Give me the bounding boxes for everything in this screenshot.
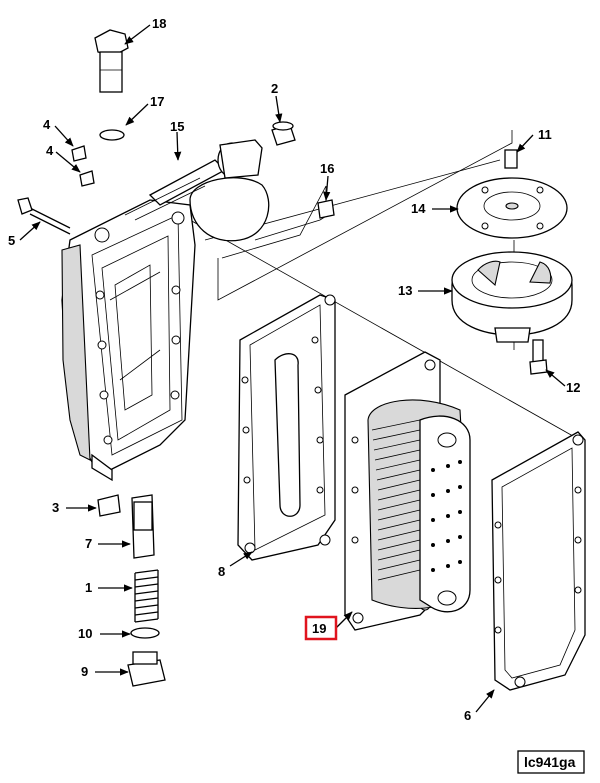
callout-1[interactable]: 1 [85, 580, 92, 595]
callout-3[interactable]: 3 [52, 500, 59, 515]
callout-8[interactable]: 8 [218, 564, 225, 579]
gasket-6 [491, 431, 586, 691]
gasket-8 [237, 294, 336, 561]
callout-18[interactable]: 18 [152, 16, 166, 31]
thermostat-housing [451, 251, 573, 343]
callout-14[interactable]: 14 [411, 201, 426, 216]
callout-19-highlight-box [304, 615, 338, 641]
thermostat-plate [456, 177, 568, 239]
callout-13[interactable]: 13 [398, 283, 412, 298]
drawing-code: lc941ga [524, 754, 576, 770]
callout-12[interactable]: 12 [566, 380, 580, 395]
callout-11[interactable]: 11 [538, 127, 552, 142]
adapter-housing [61, 139, 270, 482]
callout-7[interactable]: 7 [85, 536, 92, 551]
callout-6[interactable]: 6 [464, 708, 471, 723]
callout-5[interactable]: 5 [8, 233, 15, 248]
drawing-code-box: lc941ga [517, 750, 585, 774]
callout-19[interactable]: 19 [312, 621, 326, 636]
callout-10[interactable]: 10 [78, 626, 92, 641]
callout-2[interactable]: 2 [271, 81, 278, 96]
callout-16[interactable]: 16 [320, 161, 334, 176]
loose-parts [17, 29, 548, 687]
callout-labels: 18 17 2 15 4 4 5 16 11 14 13 12 3 7 1 10… [8, 16, 580, 723]
callout-17[interactable]: 17 [150, 94, 164, 109]
oil-cooler-core [344, 351, 471, 631]
callout-9[interactable]: 9 [81, 664, 88, 679]
callout-leaders [19, 24, 566, 713]
callout-15[interactable]: 15 [170, 119, 184, 134]
callout-4a[interactable]: 4 [43, 117, 51, 132]
callout-4b[interactable]: 4 [46, 143, 54, 158]
